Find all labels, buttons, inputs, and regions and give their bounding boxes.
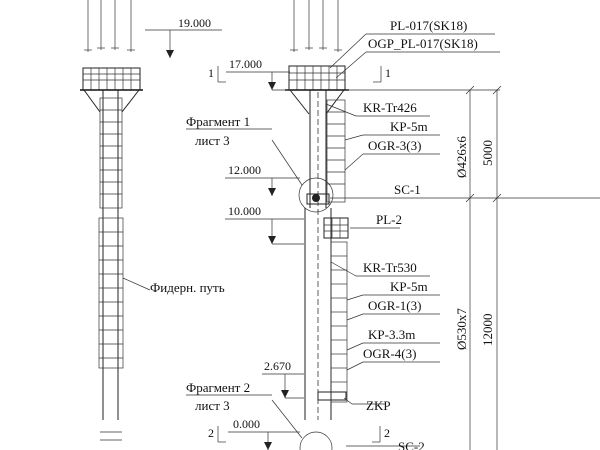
fragment1-sheet: лист 3 [195, 133, 230, 148]
left-tower [80, 0, 143, 441]
elevation-top: 19.000 [178, 16, 211, 30]
dim-pipe2: Ø530x7 [454, 308, 469, 350]
label-ogr3: OGR-3(3) [368, 138, 421, 153]
label-zkp: ZKP [366, 398, 391, 413]
dim-len1: 5000 [480, 140, 495, 166]
section-mark-1-left: 1 [208, 66, 214, 80]
label-ogr4: OGR-4(3) [363, 346, 416, 361]
right-tower [285, 0, 349, 420]
fragment2-title: Фрагмент 2 [186, 380, 250, 395]
section-mark-2-right: 2 [384, 426, 390, 440]
elevation-ground: 0.000 [233, 417, 260, 431]
elevation-mid: 12.000 [228, 163, 261, 177]
section-mark-1-right: 1 [385, 66, 391, 80]
dim-pipe1: Ø426x6 [454, 136, 469, 178]
label-kr426: KR-Tr426 [363, 100, 417, 115]
label-kp5b: KP-5m [390, 279, 428, 294]
dim-len2: 12000 [480, 314, 495, 347]
section-mark-2-left: 2 [208, 426, 214, 440]
label-sc1: SC-1 [394, 182, 421, 197]
feeder-label: Фидерн. путь [150, 280, 225, 295]
elevation-base: 2.670 [264, 359, 291, 373]
label-pl2: PL-2 [376, 212, 402, 227]
elevation-platform: 17.000 [229, 57, 262, 71]
label-ogr1: OGR-1(3) [368, 298, 421, 313]
label-pl017: PL-017(SK18) [390, 18, 467, 33]
fragment1-title: Фрагмент 1 [186, 114, 250, 129]
elevation-lower: 10.000 [228, 204, 261, 218]
label-ogp: OGP_PL-017(SK18) [368, 36, 478, 51]
label-kp33: KP-3.3m [368, 327, 415, 342]
label-kp5a: KP-5m [390, 119, 428, 134]
label-sc2: SC-2 [398, 439, 425, 450]
label-kr530: KR-Tr530 [363, 260, 417, 275]
fragment2-sheet: лист 3 [195, 398, 230, 413]
